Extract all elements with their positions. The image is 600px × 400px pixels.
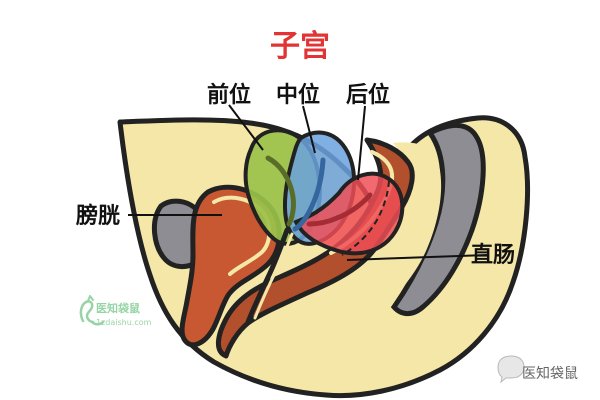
label-bladder: 膀胱 (76, 203, 120, 229)
retroverted-canal (306, 192, 373, 227)
rectum-leader-line (346, 254, 488, 261)
retroverted-leader-line (357, 105, 366, 181)
posterior-bone (390, 123, 486, 317)
anteverted-leader-line (228, 104, 264, 151)
vaginal-canal-inner (253, 232, 294, 320)
label-rectum: 直肠 (471, 242, 515, 268)
midposition-leader-line (302, 105, 316, 154)
watermark: 医知袋鼠 1zdaishu.com (79, 295, 152, 327)
vaginal-canal (245, 227, 290, 325)
label-retroverted: 后位 (346, 82, 390, 108)
anteverted-canal (265, 155, 296, 227)
kangaroo-logo-icon (79, 295, 105, 326)
label-anteverted: 前位 (207, 82, 251, 108)
retroverted-dashed-line (341, 180, 390, 256)
footer-brand-group: 医知袋鼠 (497, 355, 578, 384)
diagram-title: 子宫 (270, 29, 330, 64)
midposition-canal (292, 157, 326, 232)
chat-bubble-icon (497, 355, 525, 384)
watermark-url: 1zdaishu.com (96, 318, 152, 327)
label-midposition: 中位 (276, 82, 320, 108)
footer-brand: 医知袋鼠 (522, 365, 578, 382)
watermark-brand: 医知袋鼠 (96, 301, 140, 315)
posterior-soft-tissue (338, 142, 442, 329)
